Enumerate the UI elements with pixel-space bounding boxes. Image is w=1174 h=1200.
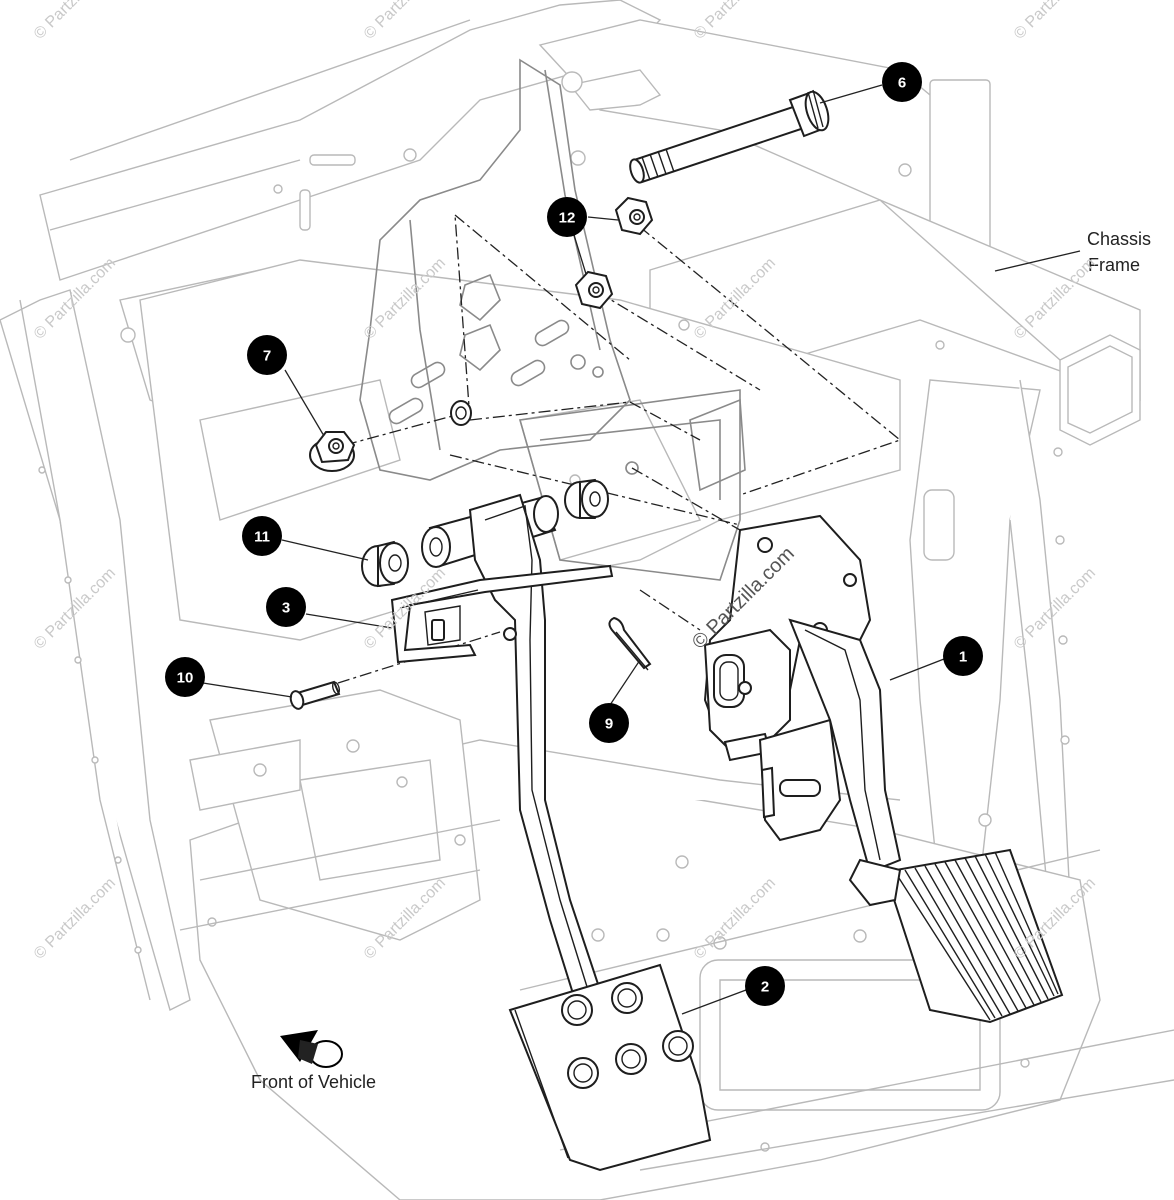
pivot-bolt-part	[629, 89, 830, 184]
watermark-text: © Partzilla.com	[691, 0, 779, 43]
left-bushing-part	[361, 540, 409, 588]
chassis-frame-label-line1: Chassis	[1087, 229, 1151, 249]
callout-3: 3	[266, 587, 306, 627]
watermark-text: © Partzilla.com	[1011, 0, 1099, 43]
brake-pedal-part	[421, 493, 712, 1172]
watermark-text: © Partzilla.com	[361, 0, 449, 43]
callout-9-label: 9	[605, 716, 613, 733]
pedal-support-bracket	[359, 58, 746, 581]
callout-11-label: 11	[254, 529, 270, 546]
upper-nut-part	[614, 196, 654, 236]
front-of-vehicle-label: Front of Vehicle	[251, 1072, 376, 1092]
callout-7: 7	[247, 335, 287, 375]
flange-nut-part	[309, 400, 472, 472]
cotter-pin-part	[608, 616, 652, 671]
watermark-text: © Partzilla.com	[31, 0, 119, 43]
callout-12: 12	[547, 197, 587, 237]
callout-6: 6	[882, 62, 922, 102]
callout-1: 1	[943, 636, 983, 676]
callout-12-label: 12	[559, 210, 576, 227]
spring-clip-part	[390, 564, 614, 664]
front-arrow-icon	[280, 1030, 343, 1068]
callout-6-label: 6	[898, 75, 906, 92]
callout-7-label: 7	[263, 348, 271, 365]
callout-3-label: 3	[282, 600, 290, 617]
callout-10: 10	[165, 657, 205, 697]
callout-2-label: 2	[761, 979, 769, 996]
callout-9: 9	[589, 703, 629, 743]
chassis-frame-label-line2: Frame	[1088, 255, 1140, 275]
accelerator-pedal-part	[703, 514, 1064, 1024]
lower-nut-part	[574, 270, 614, 310]
callout-10-label: 10	[177, 670, 194, 687]
callout-2: 2	[745, 966, 785, 1006]
leader-lines	[202, 84, 1081, 1015]
callout-1-label: 1	[959, 649, 967, 666]
watermark-text: © Partzilla.com	[31, 875, 119, 963]
clevis-pin-part	[289, 680, 341, 710]
right-bushing-part	[564, 478, 609, 519]
callout-11: 11	[242, 516, 282, 556]
